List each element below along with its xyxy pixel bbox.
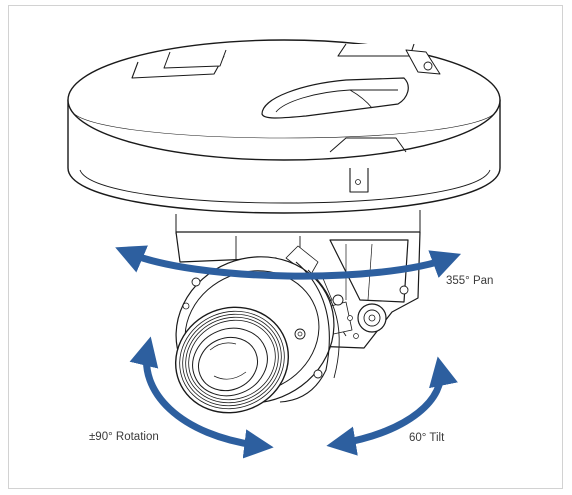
motion-arrows	[115, 245, 462, 459]
cable-slot	[261, 77, 409, 119]
figure-frame	[8, 5, 563, 489]
rotation-arrow	[129, 336, 274, 459]
dome-base	[67, 39, 501, 234]
tilt-label: 60° Tilt	[409, 432, 445, 444]
rotation-label: ±90° Rotation	[89, 431, 159, 443]
pan-arrow	[115, 245, 462, 280]
pan-label: 355° Pan	[446, 275, 494, 287]
tilt-arrow	[326, 356, 458, 456]
